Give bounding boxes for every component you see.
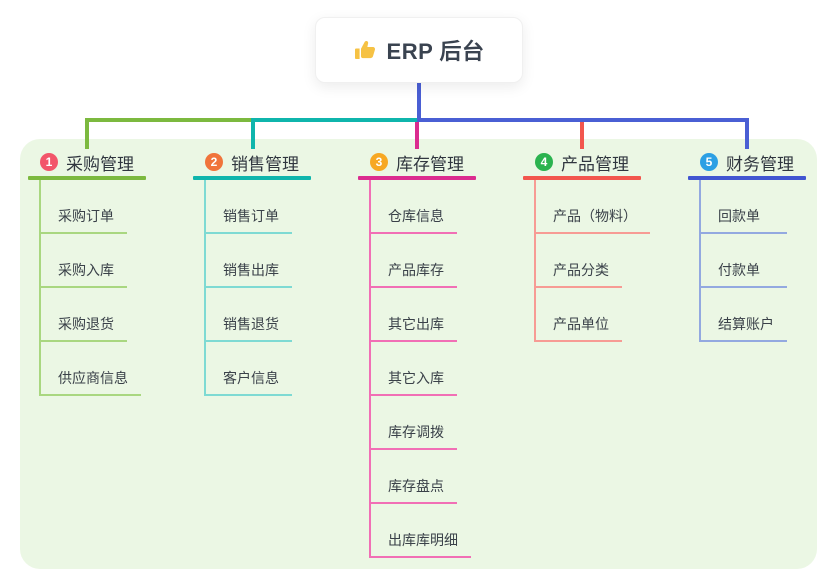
branch-sales-header[interactable]: 2 销售管理 xyxy=(193,148,353,176)
child-node[interactable]: 仓库信息 xyxy=(371,180,457,234)
branch-underline xyxy=(193,176,311,180)
bus-line-teal xyxy=(251,118,421,122)
child-node[interactable]: 销售订单 xyxy=(206,180,292,234)
root-connector-line xyxy=(417,83,421,122)
child-node[interactable]: 采购订单 xyxy=(41,180,127,234)
drop-line-finance xyxy=(745,118,749,149)
branch-number-badge: 3 xyxy=(370,153,388,171)
branch-children: 产品（物料） 产品分类 产品单位 xyxy=(534,180,650,342)
branch-underline xyxy=(28,176,146,180)
child-node[interactable]: 其它出库 xyxy=(371,288,457,342)
branch-product-header[interactable]: 4 产品管理 xyxy=(523,148,683,176)
branch-underline xyxy=(688,176,806,180)
child-node[interactable]: 销售退货 xyxy=(206,288,292,342)
child-node[interactable]: 回款单 xyxy=(701,180,787,234)
branch-title: 库存管理 xyxy=(396,154,464,174)
child-node[interactable]: 出库库明细 xyxy=(371,504,471,558)
child-node[interactable]: 付款单 xyxy=(701,234,787,288)
branch-children: 销售订单 销售出库 销售退货 客户信息 xyxy=(204,180,292,396)
branch-finance-header[interactable]: 5 财务管理 xyxy=(688,148,839,176)
branch-finance: 5 财务管理 回款单 付款单 结算账户 xyxy=(688,148,839,342)
drop-line-sales xyxy=(251,118,255,149)
child-node[interactable]: 库存盘点 xyxy=(371,450,457,504)
branch-purchase: 1 采购管理 采购订单 采购入库 采购退货 供应商信息 xyxy=(28,148,188,396)
child-node[interactable]: 供应商信息 xyxy=(41,342,141,396)
child-node[interactable]: 产品库存 xyxy=(371,234,457,288)
branch-title: 财务管理 xyxy=(726,154,794,174)
child-node[interactable]: 采购入库 xyxy=(41,234,127,288)
branch-title: 采购管理 xyxy=(66,154,134,174)
branch-underline xyxy=(358,176,476,180)
branch-sales: 2 销售管理 销售订单 销售出库 销售退货 客户信息 xyxy=(193,148,353,396)
branch-number-badge: 2 xyxy=(205,153,223,171)
branch-children: 回款单 付款单 结算账户 xyxy=(699,180,787,342)
root-node-title: ERP 后台 xyxy=(386,39,485,64)
branch-number-badge: 5 xyxy=(700,153,718,171)
branch-number-badge: 4 xyxy=(535,153,553,171)
branch-number-badge: 1 xyxy=(40,153,58,171)
branch-children: 仓库信息 产品库存 其它出库 其它入库 库存调拨 库存盘点 出库库明细 xyxy=(369,180,471,558)
child-node[interactable]: 库存调拨 xyxy=(371,396,457,450)
branch-product: 4 产品管理 产品（物料） 产品分类 产品单位 xyxy=(523,148,683,342)
drop-line-purchase xyxy=(85,118,89,149)
branches-panel xyxy=(20,139,817,569)
bus-line-blue xyxy=(417,118,749,122)
branch-title: 销售管理 xyxy=(231,154,299,174)
thumbs-up-icon xyxy=(354,38,378,62)
branch-inventory-header[interactable]: 3 库存管理 xyxy=(358,148,518,176)
drop-line-product xyxy=(580,122,584,149)
child-node[interactable]: 采购退货 xyxy=(41,288,127,342)
branch-children: 采购订单 采购入库 采购退货 供应商信息 xyxy=(39,180,141,396)
branch-title: 产品管理 xyxy=(561,154,629,174)
child-node[interactable]: 产品（物料） xyxy=(536,180,650,234)
branch-underline xyxy=(523,176,641,180)
child-node[interactable]: 销售出库 xyxy=(206,234,292,288)
child-node[interactable]: 产品分类 xyxy=(536,234,622,288)
child-node[interactable]: 客户信息 xyxy=(206,342,292,396)
mindmap-root-node[interactable]: ERP 后台 xyxy=(315,17,523,83)
bus-line-green xyxy=(85,118,255,122)
child-node[interactable]: 结算账户 xyxy=(701,288,787,342)
child-node[interactable]: 其它入库 xyxy=(371,342,457,396)
child-node[interactable]: 产品单位 xyxy=(536,288,622,342)
branch-inventory: 3 库存管理 仓库信息 产品库存 其它出库 其它入库 库存调拨 库存盘点 出库库… xyxy=(358,148,518,558)
drop-line-inventory xyxy=(415,122,419,149)
branch-purchase-header[interactable]: 1 采购管理 xyxy=(28,148,188,176)
